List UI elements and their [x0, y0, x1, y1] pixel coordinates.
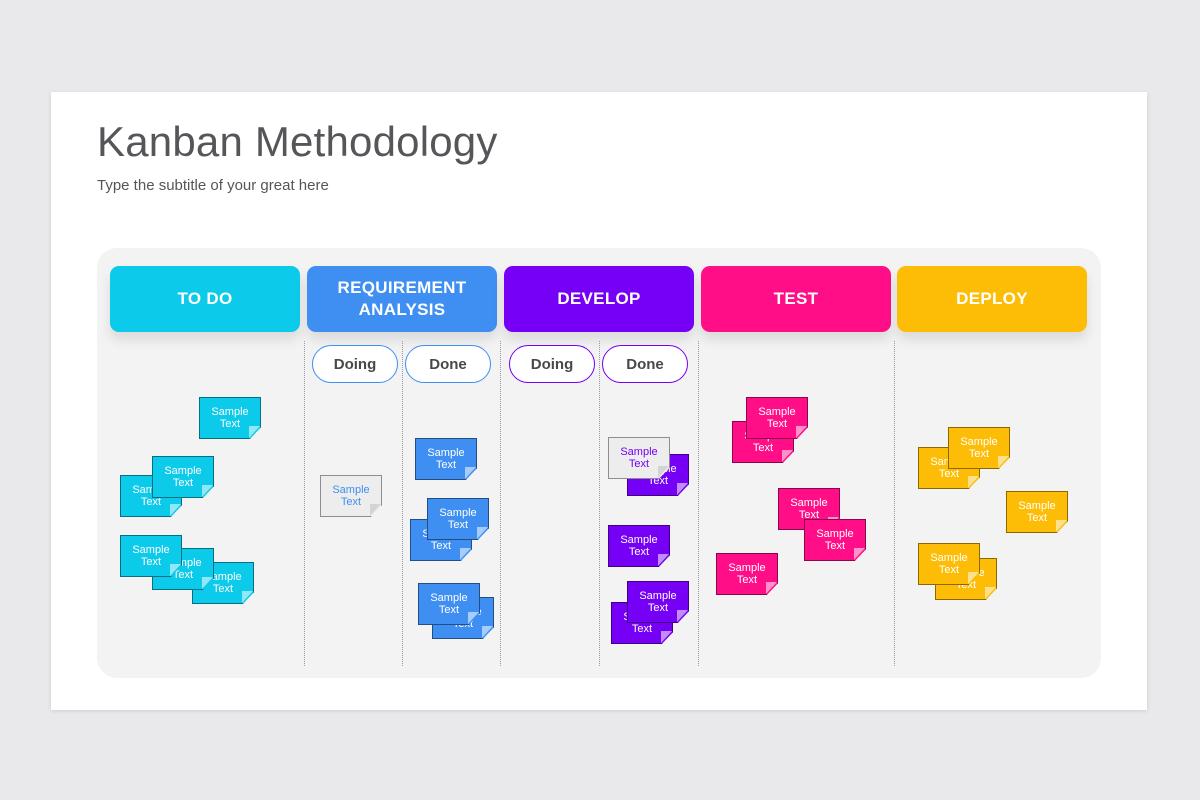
slide-subtitle: Type the subtitle of your great here: [97, 177, 329, 194]
develop-done-pill[interactable]: Done: [602, 345, 688, 383]
column-divider: [894, 341, 895, 666]
column-header-test[interactable]: TEST: [701, 266, 891, 332]
sticky-note[interactable]: Sample Text: [608, 525, 670, 567]
sticky-note[interactable]: Sample Text: [716, 553, 778, 595]
subcolumn-divider: [402, 341, 403, 666]
sticky-note[interactable]: Sample Text: [746, 397, 808, 439]
sticky-note[interactable]: Sample Text: [627, 581, 689, 623]
sticky-note[interactable]: Sample Text: [120, 535, 182, 577]
sticky-note[interactable]: Sample Text: [199, 397, 261, 439]
column-header-requirement-analysis[interactable]: REQUIREMENT ANALYSIS: [307, 266, 497, 332]
sticky-note[interactable]: Sample Text: [608, 437, 670, 479]
sticky-note[interactable]: Sample Text: [948, 427, 1010, 469]
requirement-done-pill[interactable]: Done: [405, 345, 491, 383]
column-header-develop[interactable]: DEVELOP: [504, 266, 694, 332]
sticky-note[interactable]: Sample Text: [320, 475, 382, 517]
sticky-note[interactable]: Sample Text: [427, 498, 489, 540]
kanban-board: TO DO REQUIREMENT ANALYSIS DEVELOP TEST …: [97, 248, 1101, 678]
sticky-note[interactable]: Sample Text: [804, 519, 866, 561]
sticky-note[interactable]: Sample Text: [415, 438, 477, 480]
sticky-note[interactable]: Sample Text: [918, 543, 980, 585]
requirement-doing-pill[interactable]: Doing: [312, 345, 398, 383]
sticky-note[interactable]: Sample Text: [1006, 491, 1068, 533]
slide: Kanban Methodology Type the subtitle of …: [51, 92, 1147, 710]
develop-doing-pill[interactable]: Doing: [509, 345, 595, 383]
sticky-note[interactable]: Sample Text: [418, 583, 480, 625]
column-divider: [698, 341, 699, 666]
column-header-todo[interactable]: TO DO: [110, 266, 300, 332]
column-header-deploy[interactable]: DEPLOY: [897, 266, 1087, 332]
column-divider: [500, 341, 501, 666]
slide-title: Kanban Methodology: [97, 118, 498, 165]
subcolumn-divider: [599, 341, 600, 666]
column-divider: [304, 341, 305, 666]
sticky-note[interactable]: Sample Text: [152, 456, 214, 498]
